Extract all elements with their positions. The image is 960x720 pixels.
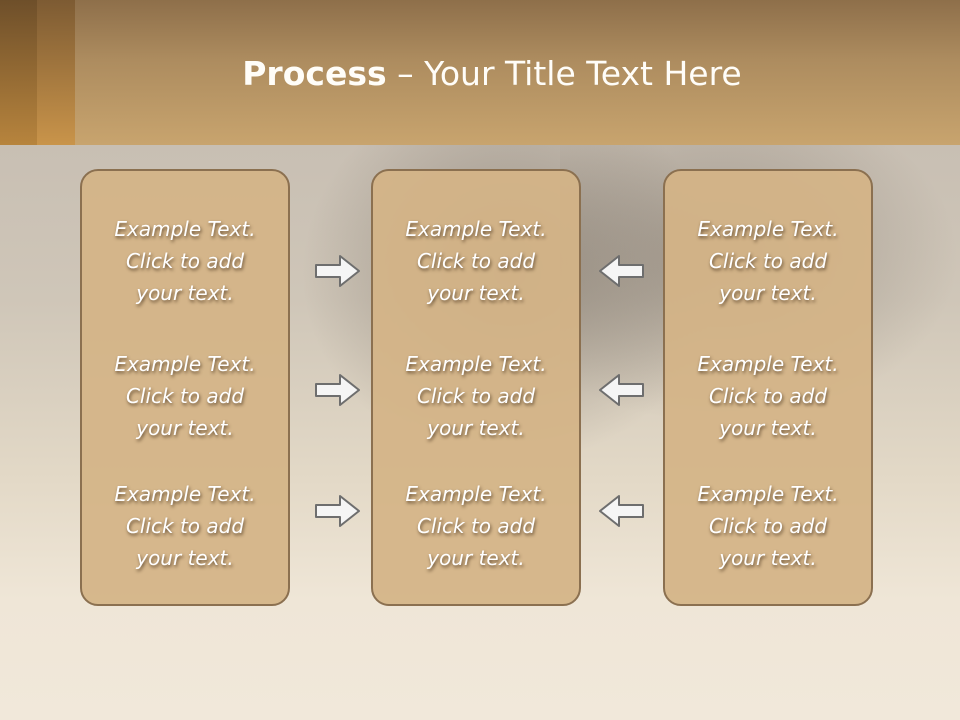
text-placeholder[interactable]: Example Text. Click to add your text.	[82, 348, 288, 444]
text-line: Click to add	[416, 384, 536, 408]
left-arrow-icon	[599, 495, 644, 527]
text-line: Example Text.	[114, 352, 256, 376]
text-line: Example Text.	[114, 217, 256, 241]
text-line: your text.	[427, 281, 525, 305]
text-placeholder[interactable]: Example Text. Click to add your text.	[665, 213, 871, 309]
text-line: Example Text.	[405, 352, 547, 376]
text-line: Example Text.	[697, 352, 839, 376]
title-bold: Process	[242, 54, 387, 93]
process-column-3[interactable]: Example Text. Click to add your text. Ex…	[663, 169, 873, 606]
text-placeholder[interactable]: Example Text. Click to add your text.	[665, 348, 871, 444]
text-placeholder[interactable]: Example Text. Click to add your text.	[373, 348, 579, 444]
decor-strip	[37, 0, 75, 145]
text-line: Example Text.	[697, 482, 839, 506]
left-arrow-icon	[599, 374, 644, 406]
title-bar	[0, 0, 960, 145]
text-line: your text.	[427, 546, 525, 570]
right-arrow-icon	[315, 495, 360, 527]
text-line: Click to add	[708, 514, 828, 538]
process-column-2[interactable]: Example Text. Click to add your text. Ex…	[371, 169, 581, 606]
text-placeholder[interactable]: Example Text. Click to add your text.	[82, 478, 288, 574]
text-line: Click to add	[416, 249, 536, 273]
text-placeholder[interactable]: Example Text. Click to add your text.	[665, 478, 871, 574]
text-line: your text.	[427, 416, 525, 440]
text-line: your text.	[136, 416, 234, 440]
text-line: Click to add	[125, 514, 245, 538]
text-line: your text.	[136, 546, 234, 570]
right-arrow-icon	[315, 255, 360, 287]
text-line: Click to add	[416, 514, 536, 538]
text-line: Click to add	[125, 249, 245, 273]
text-line: your text.	[719, 281, 817, 305]
text-line: your text.	[136, 281, 234, 305]
text-line: Click to add	[125, 384, 245, 408]
text-placeholder[interactable]: Example Text. Click to add your text.	[373, 478, 579, 574]
text-line: Example Text.	[405, 482, 547, 506]
text-placeholder[interactable]: Example Text. Click to add your text.	[373, 213, 579, 309]
text-line: Click to add	[708, 384, 828, 408]
text-line: your text.	[719, 546, 817, 570]
title-rest: – Your Title Text Here	[386, 54, 742, 93]
left-arrow-icon	[599, 255, 644, 287]
slide-title[interactable]: Process – Your Title Text Here	[0, 54, 960, 93]
text-line: Example Text.	[405, 217, 547, 241]
right-arrow-icon	[315, 374, 360, 406]
text-line: your text.	[719, 416, 817, 440]
text-placeholder[interactable]: Example Text. Click to add your text.	[82, 213, 288, 309]
text-line: Example Text.	[114, 482, 256, 506]
process-column-1[interactable]: Example Text. Click to add your text. Ex…	[80, 169, 290, 606]
text-line: Example Text.	[697, 217, 839, 241]
text-line: Click to add	[708, 249, 828, 273]
decor-strip	[0, 0, 37, 145]
